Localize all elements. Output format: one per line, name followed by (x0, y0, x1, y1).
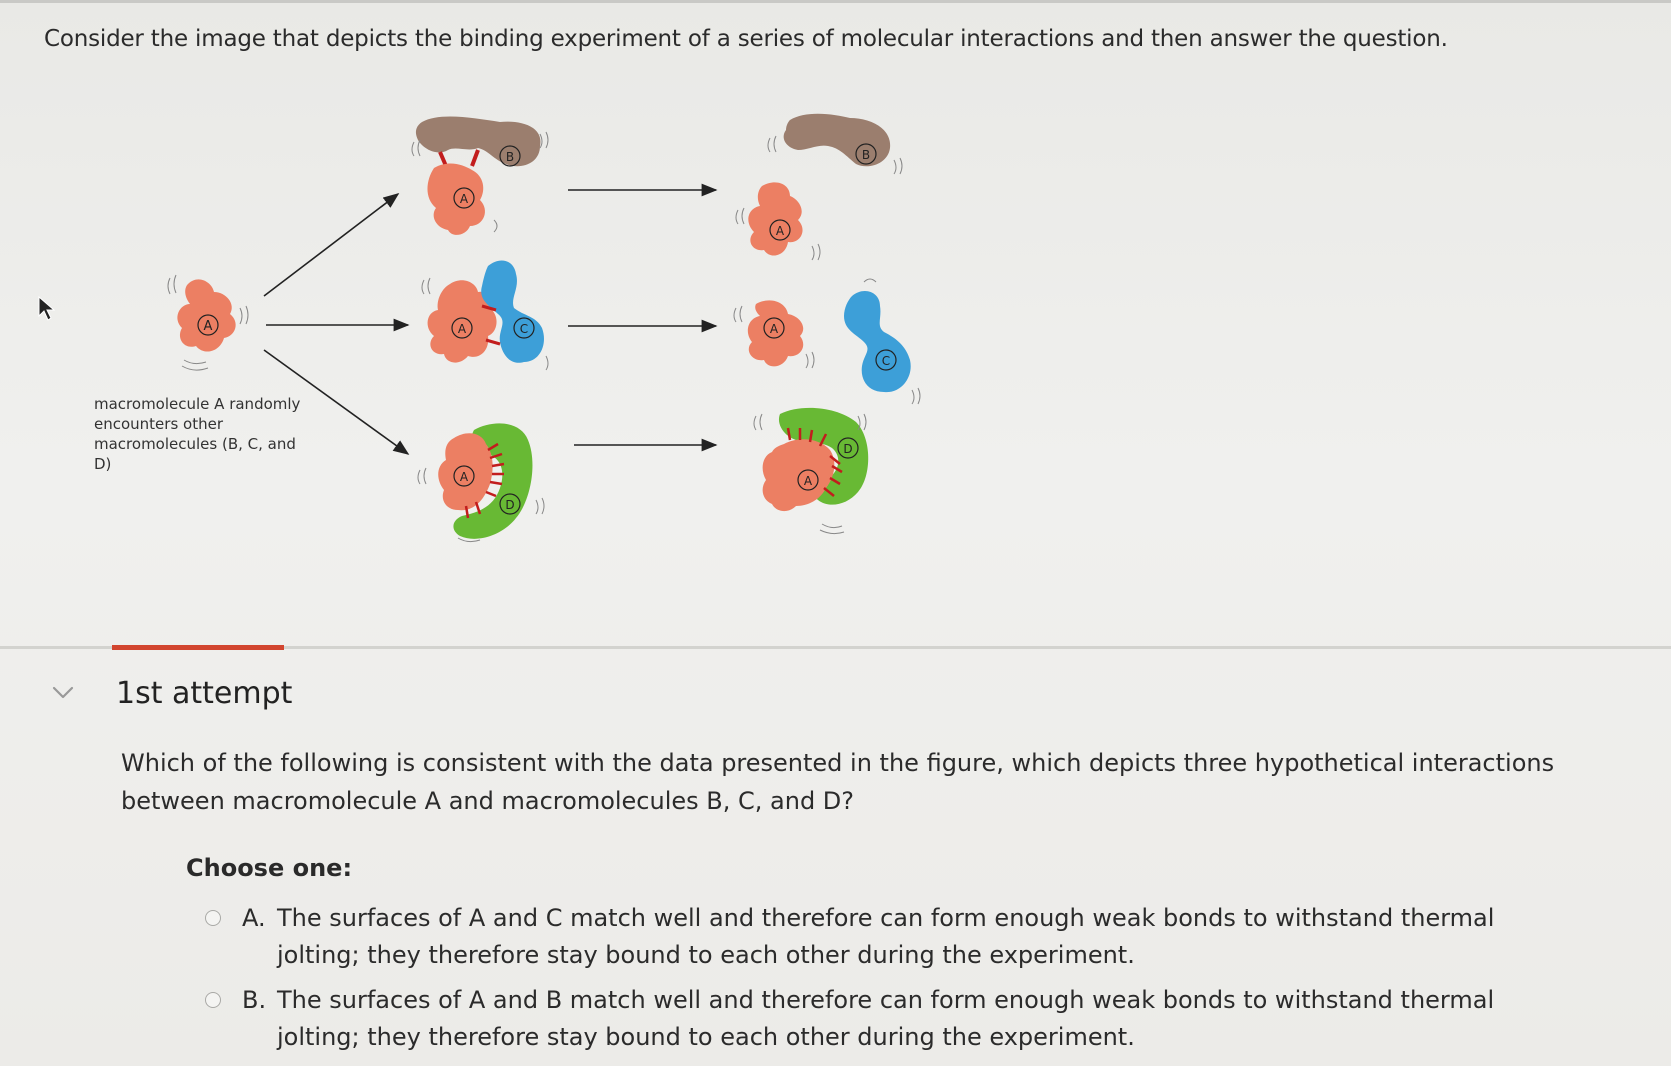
arrow-to-b (263, 193, 400, 297)
svg-text:A: A (804, 474, 813, 488)
option-a-text: The surfaces of A and C match well and t… (277, 904, 1495, 969)
label-c: C (520, 322, 528, 336)
radio-button-b[interactable] (205, 992, 221, 1008)
result-a-after-b: A (735, 182, 821, 261)
result-complex-a-d: A D (753, 407, 869, 535)
binding-experiment-figure: A B A A C A D (167, 113, 921, 543)
section-divider (0, 646, 1671, 649)
complex-a-b: B A (411, 116, 549, 235)
arrow-to-d (263, 349, 410, 455)
caption-line-3: macromolecules (B, C, and D) (94, 435, 296, 473)
macromolecule-a-start: A (167, 274, 249, 371)
svg-text:A: A (460, 192, 469, 206)
radio-button-a[interactable] (205, 910, 221, 926)
complex-a-c: A C (421, 260, 549, 371)
svg-text:A: A (770, 322, 779, 336)
option-a[interactable]: A. The surfaces of A and C match well an… (205, 900, 1535, 974)
option-b-text: The surfaces of A and B match well and t… (277, 986, 1495, 1051)
option-b-letter: B. (242, 986, 267, 1014)
option-b[interactable]: B. The surfaces of A and B match well an… (205, 982, 1535, 1056)
attempt-progress-indicator (112, 645, 284, 650)
label-d: D (505, 498, 514, 512)
svg-text:A: A (776, 224, 785, 238)
question-text: Which of the following is consistent wit… (121, 749, 1555, 815)
svg-text:C: C (882, 354, 890, 368)
option-a-letter: A. (242, 904, 266, 932)
top-border (0, 0, 1671, 3)
attempt-title: 1st attempt (116, 676, 293, 711)
result-c-free: C (844, 278, 921, 405)
result-a-after-c: A (733, 300, 815, 369)
caption-line-2: encounters other (94, 415, 223, 433)
figure-caption: macromolecule A randomly encounters othe… (94, 394, 314, 474)
choose-one-label: Choose one: (186, 854, 353, 882)
complex-a-d: A D (417, 423, 545, 543)
mouse-pointer-icon (38, 296, 56, 321)
chevron-down-icon[interactable] (52, 686, 74, 700)
result-b-free: B (767, 113, 903, 175)
svg-text:A: A (458, 322, 467, 336)
label-b: B (506, 150, 514, 164)
question-prompt: Consider the image that depicts the bind… (44, 26, 1448, 52)
label-a: A (204, 319, 213, 334)
svg-text:A: A (460, 470, 469, 484)
svg-text:D: D (843, 442, 852, 456)
svg-text:B: B (862, 148, 870, 162)
caption-line-1: macromolecule A randomly (94, 395, 301, 413)
